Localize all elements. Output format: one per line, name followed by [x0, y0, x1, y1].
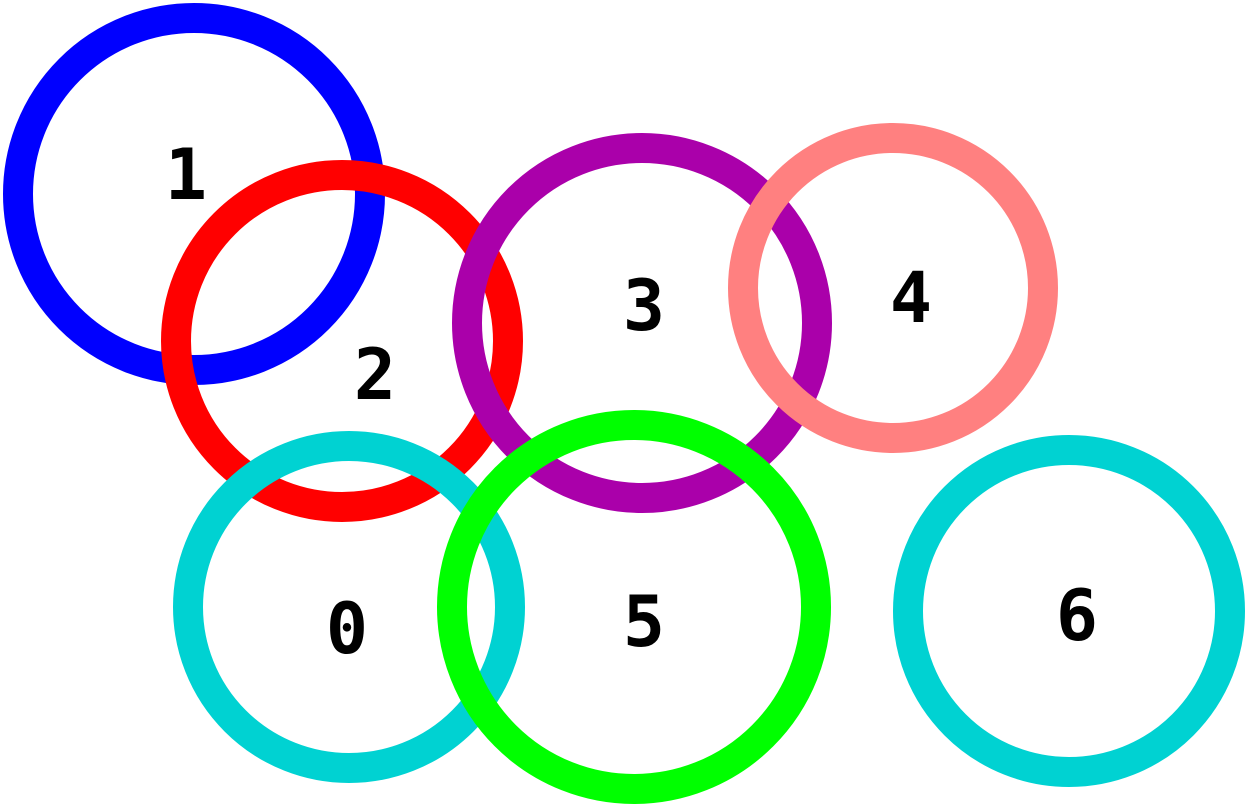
ring-0-label: 0: [326, 588, 368, 670]
ring-4-label: 4: [890, 257, 932, 339]
ring-1-label: 1: [165, 134, 207, 216]
ring-2: [161, 160, 523, 522]
ring-3: [452, 133, 832, 513]
ring-5: [437, 410, 831, 804]
ring-2-label: 2: [354, 334, 396, 416]
ring-0: [173, 431, 525, 783]
ring-6-label: 6: [1056, 575, 1098, 657]
ring-3-label: 3: [623, 265, 665, 347]
ring-6: [893, 435, 1245, 787]
ring-1: [3, 3, 385, 385]
ring-4: [728, 123, 1058, 453]
ring-5-label: 5: [623, 581, 665, 663]
